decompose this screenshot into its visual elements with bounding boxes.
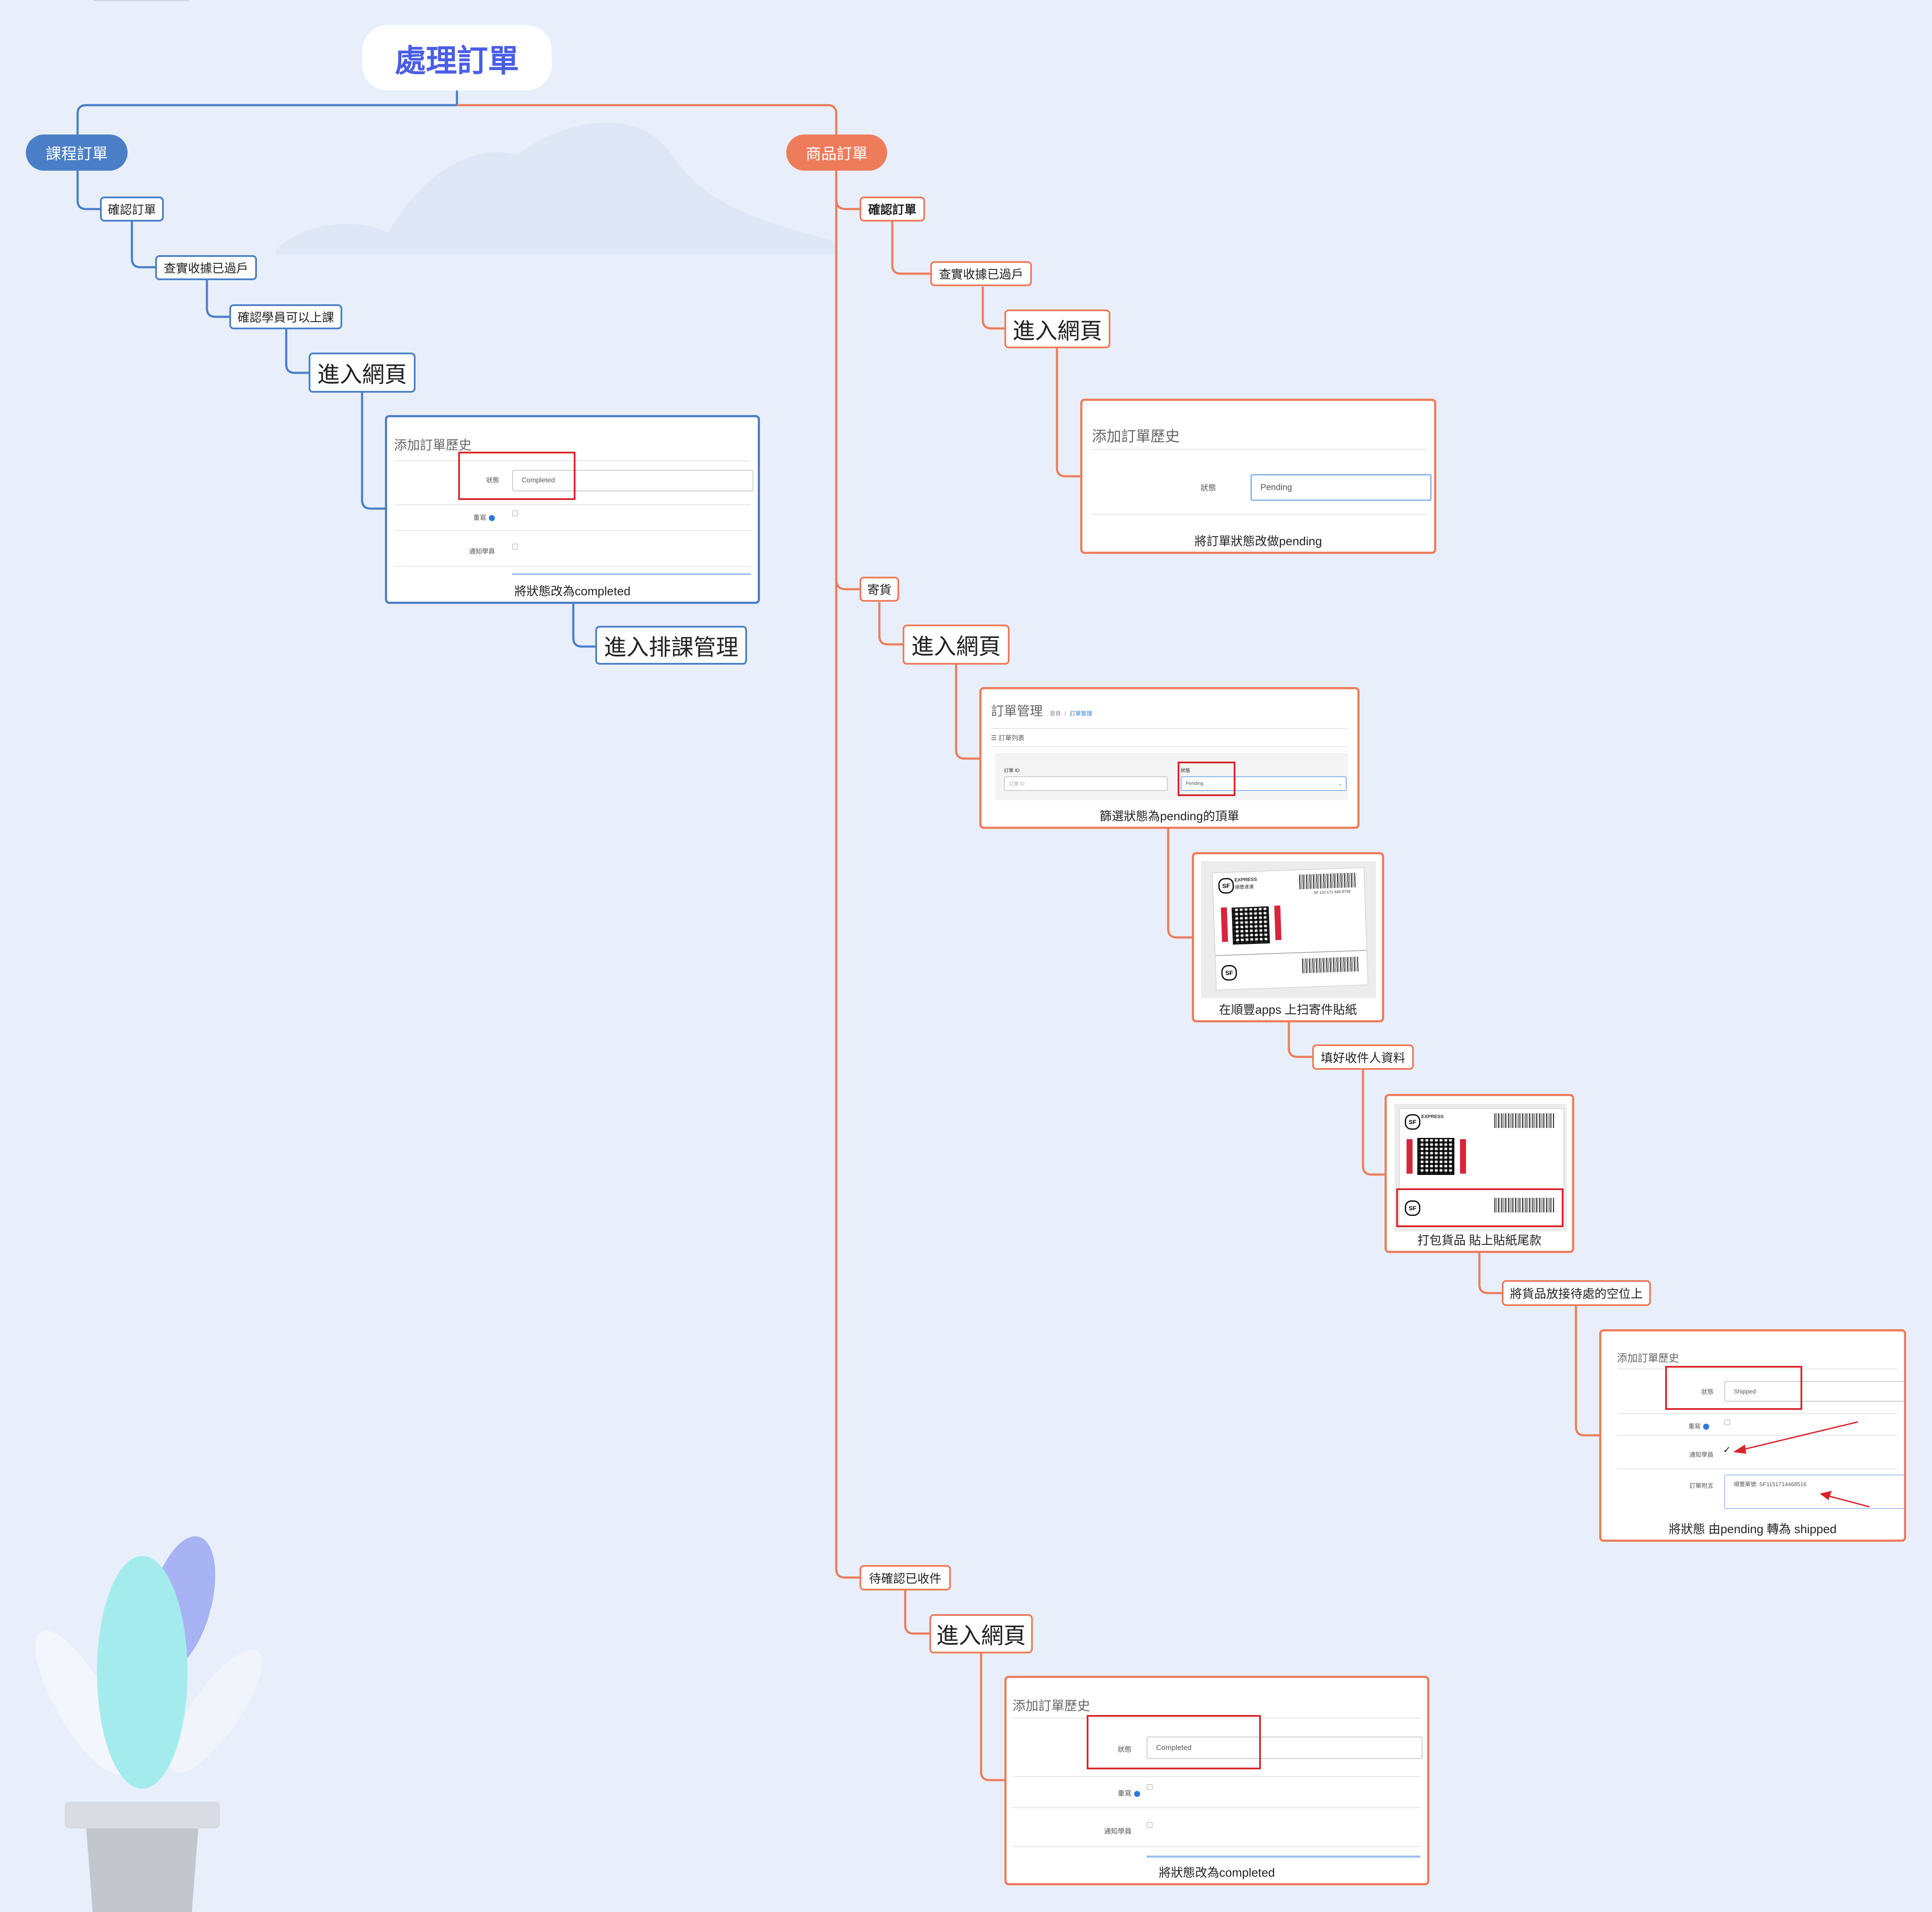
- chevron-down-icon: ⌄: [1338, 781, 1342, 787]
- comment-label: 訂單附言: [1689, 1482, 1713, 1489]
- list-icon: ☰: [991, 734, 997, 742]
- info-icon: [1703, 1424, 1709, 1430]
- branch-course-orders[interactable]: 課程訂單: [26, 134, 128, 171]
- status-label: 狀態: [1181, 768, 1190, 773]
- step-confirm-student[interactable]: 確認學員可以上課: [229, 304, 342, 329]
- step-enter-website[interactable]: 進入網頁: [1004, 309, 1110, 348]
- root-title[interactable]: 處理訂單: [362, 25, 552, 91]
- step-enter-website[interactable]: 進入網頁: [929, 1614, 1033, 1653]
- breadcrumb-home[interactable]: 首頁: [1050, 710, 1061, 717]
- comment-textarea[interactable]: 順豐單號: SF1151714468516: [1724, 1475, 1904, 1509]
- step-verify-receipt[interactable]: 查實收據已過戶: [155, 255, 257, 280]
- breadcrumb-separator: /: [1064, 710, 1066, 717]
- highlight-box: [1665, 1366, 1802, 1410]
- panel-title: 訂單列表: [998, 734, 1025, 742]
- step-place-goods[interactable]: 將貨品放接待處的空位上: [1502, 1280, 1651, 1306]
- express-label: EXPRESS: [1234, 877, 1257, 883]
- status-select[interactable]: Completed: [1147, 1737, 1422, 1759]
- notify-checkbox[interactable]: [512, 544, 518, 550]
- step-verify-receipt[interactable]: 查實收據已過戶: [930, 261, 1032, 286]
- card-caption: 篩選狀態為pending的頂單: [1100, 809, 1239, 823]
- card-caption: 將狀態改為completed: [1159, 1866, 1275, 1879]
- step-confirm-order[interactable]: 確認訂單: [100, 197, 164, 222]
- qr-code: [1232, 906, 1270, 945]
- card-add-order-history-completed: 添加訂單歷史 狀態 Completed 重寫 通知學員 將狀態改為complet…: [1004, 1676, 1429, 1885]
- highlight-box: [1087, 1715, 1261, 1769]
- card-add-order-history-shipped: 添加訂單歷史 狀態 Shipped 重寫 通知學員 ✓ 訂單附言 順豐單號: S…: [1599, 1329, 1906, 1542]
- remark-label: 重寫: [1688, 1423, 1701, 1430]
- breadcrumb-current[interactable]: 訂單管理: [1069, 710, 1092, 717]
- card-add-order-history-completed: 添加訂單歷史 狀態 Completed 重寫 通知學員 將狀態改為complet…: [385, 415, 760, 604]
- remark-label: 重寫: [1117, 1790, 1132, 1797]
- express-cn: 順豐速運: [1235, 884, 1254, 890]
- tracking-number: SF 110 171 446 8758: [1313, 889, 1351, 895]
- step-enter-scheduling[interactable]: 進入排課管理: [595, 626, 747, 665]
- status-select[interactable]: Shipped: [1724, 1381, 1904, 1402]
- ui-title: 添加訂單歷史: [1092, 428, 1180, 445]
- page-title: 訂單管理: [991, 704, 1043, 719]
- sf-logo-icon: SF: [1218, 878, 1235, 894]
- notify-label: 通知學員: [1104, 1828, 1132, 1835]
- info-icon: [489, 515, 495, 522]
- step-enter-website[interactable]: 進入網頁: [903, 625, 1010, 665]
- remark-checkbox[interactable]: [1147, 1784, 1153, 1790]
- card-add-order-history-pending: 添加訂單歷史 狀態 Pending 將訂單狀態改做pending: [1080, 399, 1436, 554]
- order-id-label: 訂單 ID: [1004, 768, 1020, 773]
- step-fill-recipient[interactable]: 填好收件人資料: [1312, 1044, 1414, 1070]
- status-select[interactable]: Pending⌄: [1181, 776, 1347, 791]
- card-caption: 將狀態 由pending 轉為 shipped: [1669, 1522, 1837, 1536]
- step-await-receipt[interactable]: 待確認已收件: [860, 1565, 951, 1590]
- remark-checkbox[interactable]: [512, 510, 518, 516]
- red-arrows: [1733, 1421, 1870, 1508]
- ui-title: 添加訂單歷史: [1013, 1699, 1090, 1713]
- plant-illustration: [35, 1536, 262, 1912]
- remark-checkbox[interactable]: [1724, 1419, 1730, 1425]
- card-pack-goods: SF EXPRESS SF 打包貨品 貼上貼紙尾款: [1385, 1094, 1574, 1253]
- highlight-box: [458, 452, 575, 500]
- card-caption: 打包貨品 貼上貼紙尾款: [1417, 1234, 1541, 1247]
- checkmark-icon[interactable]: ✓: [1723, 1444, 1731, 1455]
- branch-product-orders[interactable]: 商品訂單: [786, 134, 887, 171]
- notify-checkbox[interactable]: [1147, 1822, 1153, 1828]
- step-ship[interactable]: 寄貨: [860, 577, 899, 602]
- notify-label: 通知學員: [469, 548, 495, 555]
- card-order-management-filter: 訂單管理 首頁 / 訂單管理 ☰ 訂單列表 訂單 ID 訂單 ID 狀態 Pen…: [979, 687, 1360, 829]
- notify-label: 通知學員: [1689, 1451, 1713, 1458]
- ui-title: 添加訂單歷史: [1617, 1353, 1679, 1364]
- highlight-box: [1178, 762, 1235, 796]
- shipping-label-photo: SF EXPRESS 順豐速運 SF 110 171 446 8758 SF: [1201, 861, 1376, 998]
- ui-title: 添加訂單歷史: [394, 438, 472, 453]
- card-caption: 在順豐apps 上扫寄件貼紙: [1219, 1003, 1357, 1016]
- order-id-input[interactable]: 訂單 ID: [1004, 776, 1168, 791]
- status-label: 狀態: [1701, 1388, 1713, 1395]
- remark-label: 重寫: [473, 514, 486, 522]
- step-enter-website[interactable]: 進入網頁: [309, 353, 416, 393]
- status-select[interactable]: Completed: [512, 470, 753, 491]
- status-select[interactable]: Pending: [1250, 474, 1432, 501]
- card-caption: 將訂單狀態改做pending: [1194, 534, 1322, 548]
- packed-label-photo: SF EXPRESS SF: [1394, 1104, 1567, 1231]
- card-scan-label: SF EXPRESS 順豐速運 SF 110 171 446 8758 SF 在…: [1192, 852, 1384, 1022]
- status-label: 狀態: [486, 477, 499, 484]
- status-label: 狀態: [1117, 1746, 1132, 1753]
- step-confirm-order[interactable]: 確認訂單: [860, 197, 925, 222]
- card-caption: 將狀態改為completed: [514, 584, 631, 598]
- info-icon: [1134, 1790, 1140, 1797]
- status-label: 狀態: [1200, 484, 1216, 492]
